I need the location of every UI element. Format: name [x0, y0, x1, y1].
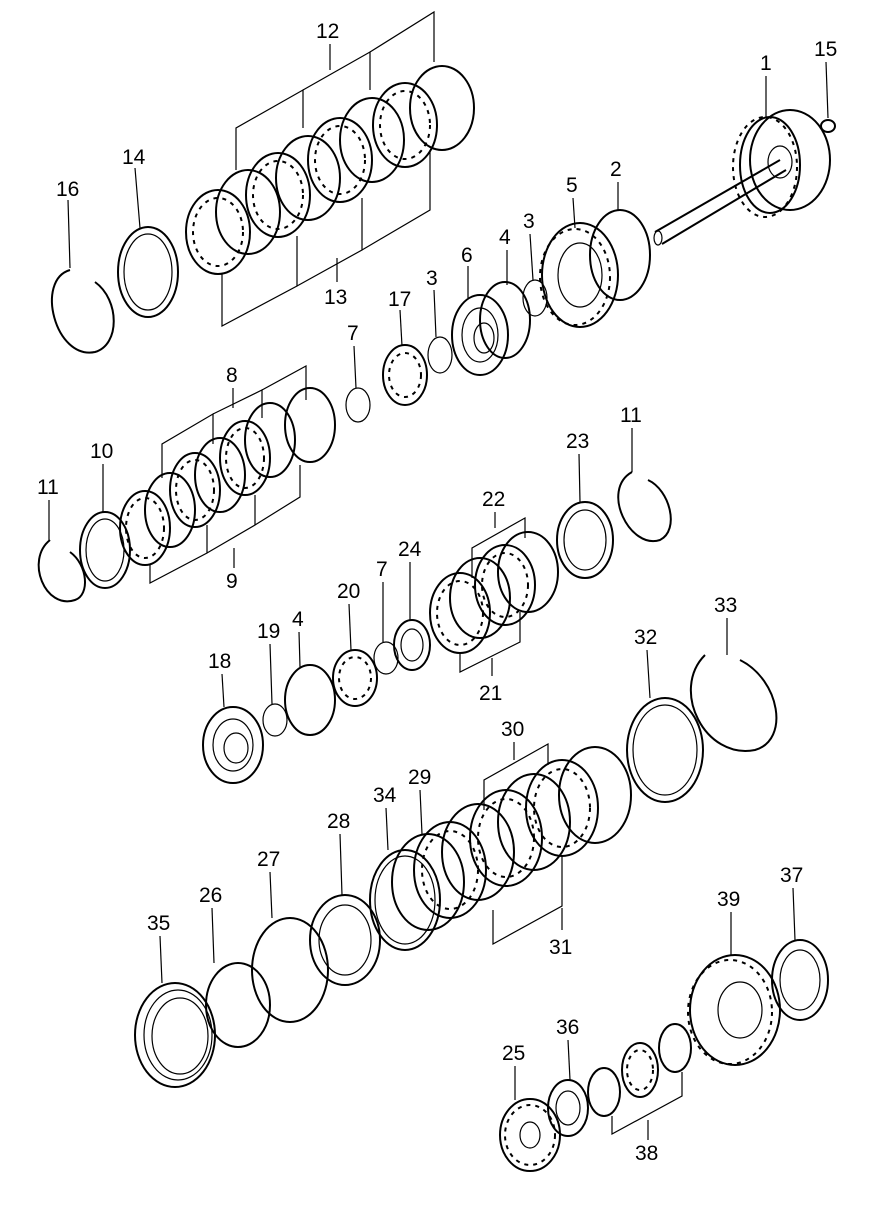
callout-1: 1	[760, 52, 772, 75]
part-3-o-ring-lower	[427, 336, 453, 374]
part-6-piston	[451, 294, 509, 376]
part-14-pressure-plate	[117, 226, 179, 318]
callout-7a: 7	[347, 322, 359, 345]
callout-27: 27	[257, 848, 280, 871]
part-4-seal-upper	[479, 281, 531, 359]
part-23-plate	[556, 501, 614, 579]
part-29-plate	[391, 833, 465, 931]
part-11-snap-ring-left	[37, 539, 87, 603]
callout-labels: 1 2 3 3 4 4 5 6 7 7 8 9 10 11 11 12 13 1…	[37, 20, 837, 1165]
part-1-input-shaft-drum	[653, 109, 831, 246]
callout-18: 18	[208, 650, 231, 673]
callout-37: 37	[780, 864, 803, 887]
part-25-sun-gear	[499, 1098, 561, 1172]
callout-3b: 3	[426, 267, 438, 290]
part-3-o-ring-upper	[522, 279, 548, 317]
part-35-piston	[134, 982, 216, 1088]
clutch-pack-12-13	[185, 65, 475, 275]
part-20-sprag	[332, 649, 378, 707]
callout-11a: 11	[37, 476, 59, 499]
callout-9: 9	[226, 570, 238, 593]
part-5-clutch-hub	[539, 222, 619, 328]
callout-33: 33	[714, 594, 737, 617]
callout-7b: 7	[376, 558, 388, 581]
callout-36: 36	[556, 1016, 579, 1039]
part-36-thrust-washer	[547, 1079, 589, 1137]
part-27-seal	[251, 917, 329, 1023]
callout-16: 16	[56, 178, 79, 201]
part-38-bearing-set	[587, 1023, 692, 1117]
callout-35: 35	[147, 912, 170, 935]
callout-14: 14	[122, 146, 146, 169]
clutch-pack-8-9	[119, 387, 336, 566]
part-34-ring	[369, 849, 441, 951]
callout-10: 10	[90, 440, 113, 463]
part-39-gear	[687, 954, 781, 1066]
callout-5: 5	[566, 174, 578, 197]
callout-20: 20	[337, 580, 360, 603]
part-32-plate	[626, 697, 704, 803]
part-4-seal-lower	[284, 664, 336, 736]
callout-6: 6	[461, 244, 473, 267]
part-28-piston-plate	[309, 894, 381, 986]
callout-4b: 4	[292, 608, 304, 631]
callout-13: 13	[324, 286, 347, 309]
callout-25: 25	[502, 1042, 525, 1065]
part-19-o-ring	[262, 703, 288, 737]
part-24-thrust-washer	[393, 619, 431, 671]
part-26-seal	[205, 962, 271, 1048]
callout-34: 34	[373, 784, 397, 807]
callout-21: 21	[479, 682, 502, 705]
callout-17: 17	[388, 288, 411, 311]
part-16-snap-ring	[51, 269, 115, 354]
part-7-snap-ring-upper	[345, 387, 371, 423]
callout-38: 38	[635, 1142, 658, 1165]
part-10-plate	[79, 511, 131, 589]
callout-11b: 11	[620, 404, 642, 427]
callout-28: 28	[327, 810, 350, 833]
callout-12: 12	[316, 20, 339, 43]
callout-22: 22	[482, 488, 505, 511]
clutch-pack-21-22	[429, 531, 559, 654]
callout-3a: 3	[523, 210, 535, 233]
callout-15: 15	[814, 38, 837, 61]
callout-23: 23	[566, 430, 589, 453]
callout-2: 2	[610, 158, 622, 181]
callout-4a: 4	[499, 226, 511, 249]
callout-31: 31	[549, 936, 572, 959]
clutch-pack-30-31	[413, 746, 632, 919]
part-18-piston	[202, 706, 264, 784]
callout-30: 30	[501, 718, 524, 741]
part-15-nut	[820, 119, 836, 133]
part-33-snap-ring	[689, 654, 778, 752]
callout-19: 19	[257, 620, 280, 643]
part-7-snap-ring-lower	[373, 641, 399, 675]
callout-8: 8	[226, 364, 238, 387]
part-37-thrust-bearing	[771, 939, 829, 1021]
leader-lines	[48, 10, 829, 1140]
callout-39: 39	[717, 888, 740, 911]
callout-24: 24	[398, 538, 422, 561]
callout-29: 29	[408, 766, 431, 789]
part-17-bearing	[382, 344, 428, 406]
callout-32: 32	[634, 626, 657, 649]
part-11-snap-ring-right	[617, 471, 672, 543]
callout-26: 26	[199, 884, 222, 907]
part-2-seal-ring	[589, 209, 651, 301]
